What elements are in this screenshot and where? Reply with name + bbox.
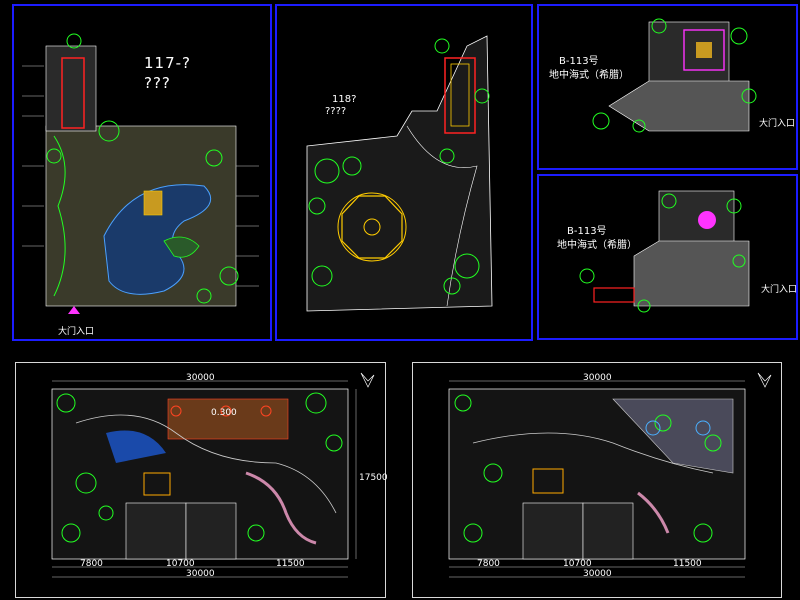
title-113a-line1: B-113号 bbox=[559, 56, 599, 67]
plan-a-dim-bottom-2: 10700 bbox=[166, 559, 195, 569]
plan-b-dim-top: 30000 bbox=[583, 373, 612, 383]
site-plan-a bbox=[51, 372, 375, 578]
site-plan-113a bbox=[592, 18, 757, 133]
plan-a-dim-right: 17500 bbox=[359, 473, 388, 483]
entrance-label-117: 大门入口 bbox=[58, 327, 95, 337]
title-113b-line1: B-113号 bbox=[567, 226, 607, 237]
plan-b-dim-bottom-2: 10700 bbox=[563, 559, 592, 569]
title-113b-line2: 地中海式（希腊） bbox=[557, 240, 637, 251]
plan-b-dim-bottom-3: 11500 bbox=[673, 559, 702, 569]
plan-a-note: 0.300 bbox=[211, 408, 237, 418]
title-117-line2: ??? bbox=[144, 74, 171, 92]
panel-113b[interactable]: B-113号 地中海式（希腊） 大门入口 bbox=[537, 174, 798, 340]
plan-a-dim-total: 30000 bbox=[186, 569, 215, 579]
plan-b-dim-bottom-1: 7800 bbox=[477, 559, 500, 569]
entrance-label-113b: 大门入口 bbox=[761, 285, 798, 295]
panel-118[interactable]: 118? ???? bbox=[275, 4, 533, 341]
site-plan-117 bbox=[22, 33, 259, 314]
panel-117[interactable]: 117-? ??? 大门入口 bbox=[12, 4, 272, 341]
title-113a-line2: 地中海式（希腊） bbox=[549, 70, 629, 81]
entrance-label-113a: 大门入口 bbox=[759, 119, 796, 129]
title-118-line1: 118? bbox=[332, 94, 357, 105]
site-plan-118 bbox=[306, 35, 493, 312]
site-plan-b bbox=[448, 372, 772, 578]
plan-a-dim-top: 30000 bbox=[186, 373, 215, 383]
plan-a-dim-bottom-3: 11500 bbox=[276, 559, 305, 569]
plan-b[interactable]: 30000 7800 10700 11500 30000 bbox=[412, 362, 782, 598]
plan-a-dim-bottom-1: 7800 bbox=[80, 559, 103, 569]
title-118-line2: ???? bbox=[325, 106, 347, 117]
site-plan-113b bbox=[579, 190, 750, 313]
plan-a[interactable]: 30000 17500 0.300 7800 10700 11500 30000 bbox=[15, 362, 388, 598]
plan-b-dim-total: 30000 bbox=[583, 569, 612, 579]
title-117-line1: 117-? bbox=[144, 54, 192, 72]
panel-113a[interactable]: B-113号 地中海式（希腊） 大门入口 bbox=[537, 4, 798, 170]
